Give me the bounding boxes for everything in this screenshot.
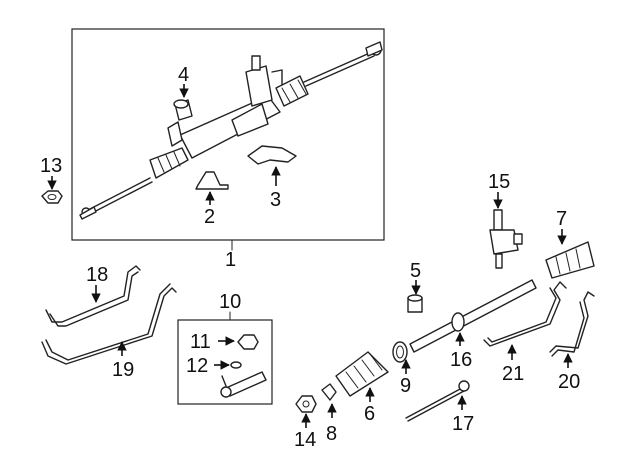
callout-11: 11 [190, 331, 211, 353]
callout-14: 14 [294, 429, 316, 451]
part-8-clamp [321, 383, 337, 401]
rack-assembly-frame [71, 28, 385, 241]
callout-21: 21 [502, 363, 524, 385]
callout-6: 6 [364, 403, 375, 425]
callout-16: 16 [450, 349, 472, 371]
callout-17: 17 [452, 413, 474, 435]
callout-5: 5 [410, 260, 421, 282]
rack-and-pinion-assembly [79, 41, 383, 220]
callout-1: 1 [225, 249, 236, 271]
part-5-bushing [407, 294, 423, 313]
part-14-jam-nut [295, 395, 317, 413]
part-13-nut [41, 190, 63, 204]
callout-2: 2 [204, 206, 215, 228]
part-20-fluid-line [549, 291, 595, 357]
part-12-cotter-pin [230, 361, 242, 369]
callout-10: 10 [219, 291, 241, 313]
part-16-rack [409, 279, 537, 353]
part-21-fluid-line [483, 281, 567, 347]
callout-18: 18 [86, 264, 108, 286]
part-15-pinion-valve [489, 209, 523, 269]
tie-rod-end-kit-frame [177, 319, 273, 405]
callout-13: 13 [40, 155, 62, 177]
part-18-fluid-line [45, 265, 141, 327]
callout-9: 9 [400, 375, 411, 397]
tie-rod-end [220, 371, 267, 398]
callout-19: 19 [112, 359, 134, 381]
callout-7: 7 [556, 208, 567, 230]
callout-4: 4 [178, 64, 189, 86]
part-7-boot [545, 241, 595, 279]
callout-12: 12 [186, 355, 208, 377]
part-19-fluid-line [41, 283, 177, 365]
part-6-boot [335, 351, 389, 397]
part-2-bracket [195, 171, 229, 190]
part-11-nut [237, 334, 259, 350]
part-4-bushing [173, 99, 193, 121]
callout-3: 3 [270, 189, 281, 211]
part-17-inner-tie-rod [405, 380, 470, 422]
part-3-bracket [247, 145, 297, 165]
callout-8: 8 [326, 423, 337, 445]
callout-15: 15 [488, 171, 510, 193]
part-9-clamp-ring [392, 341, 408, 363]
callout-20: 20 [558, 371, 580, 393]
